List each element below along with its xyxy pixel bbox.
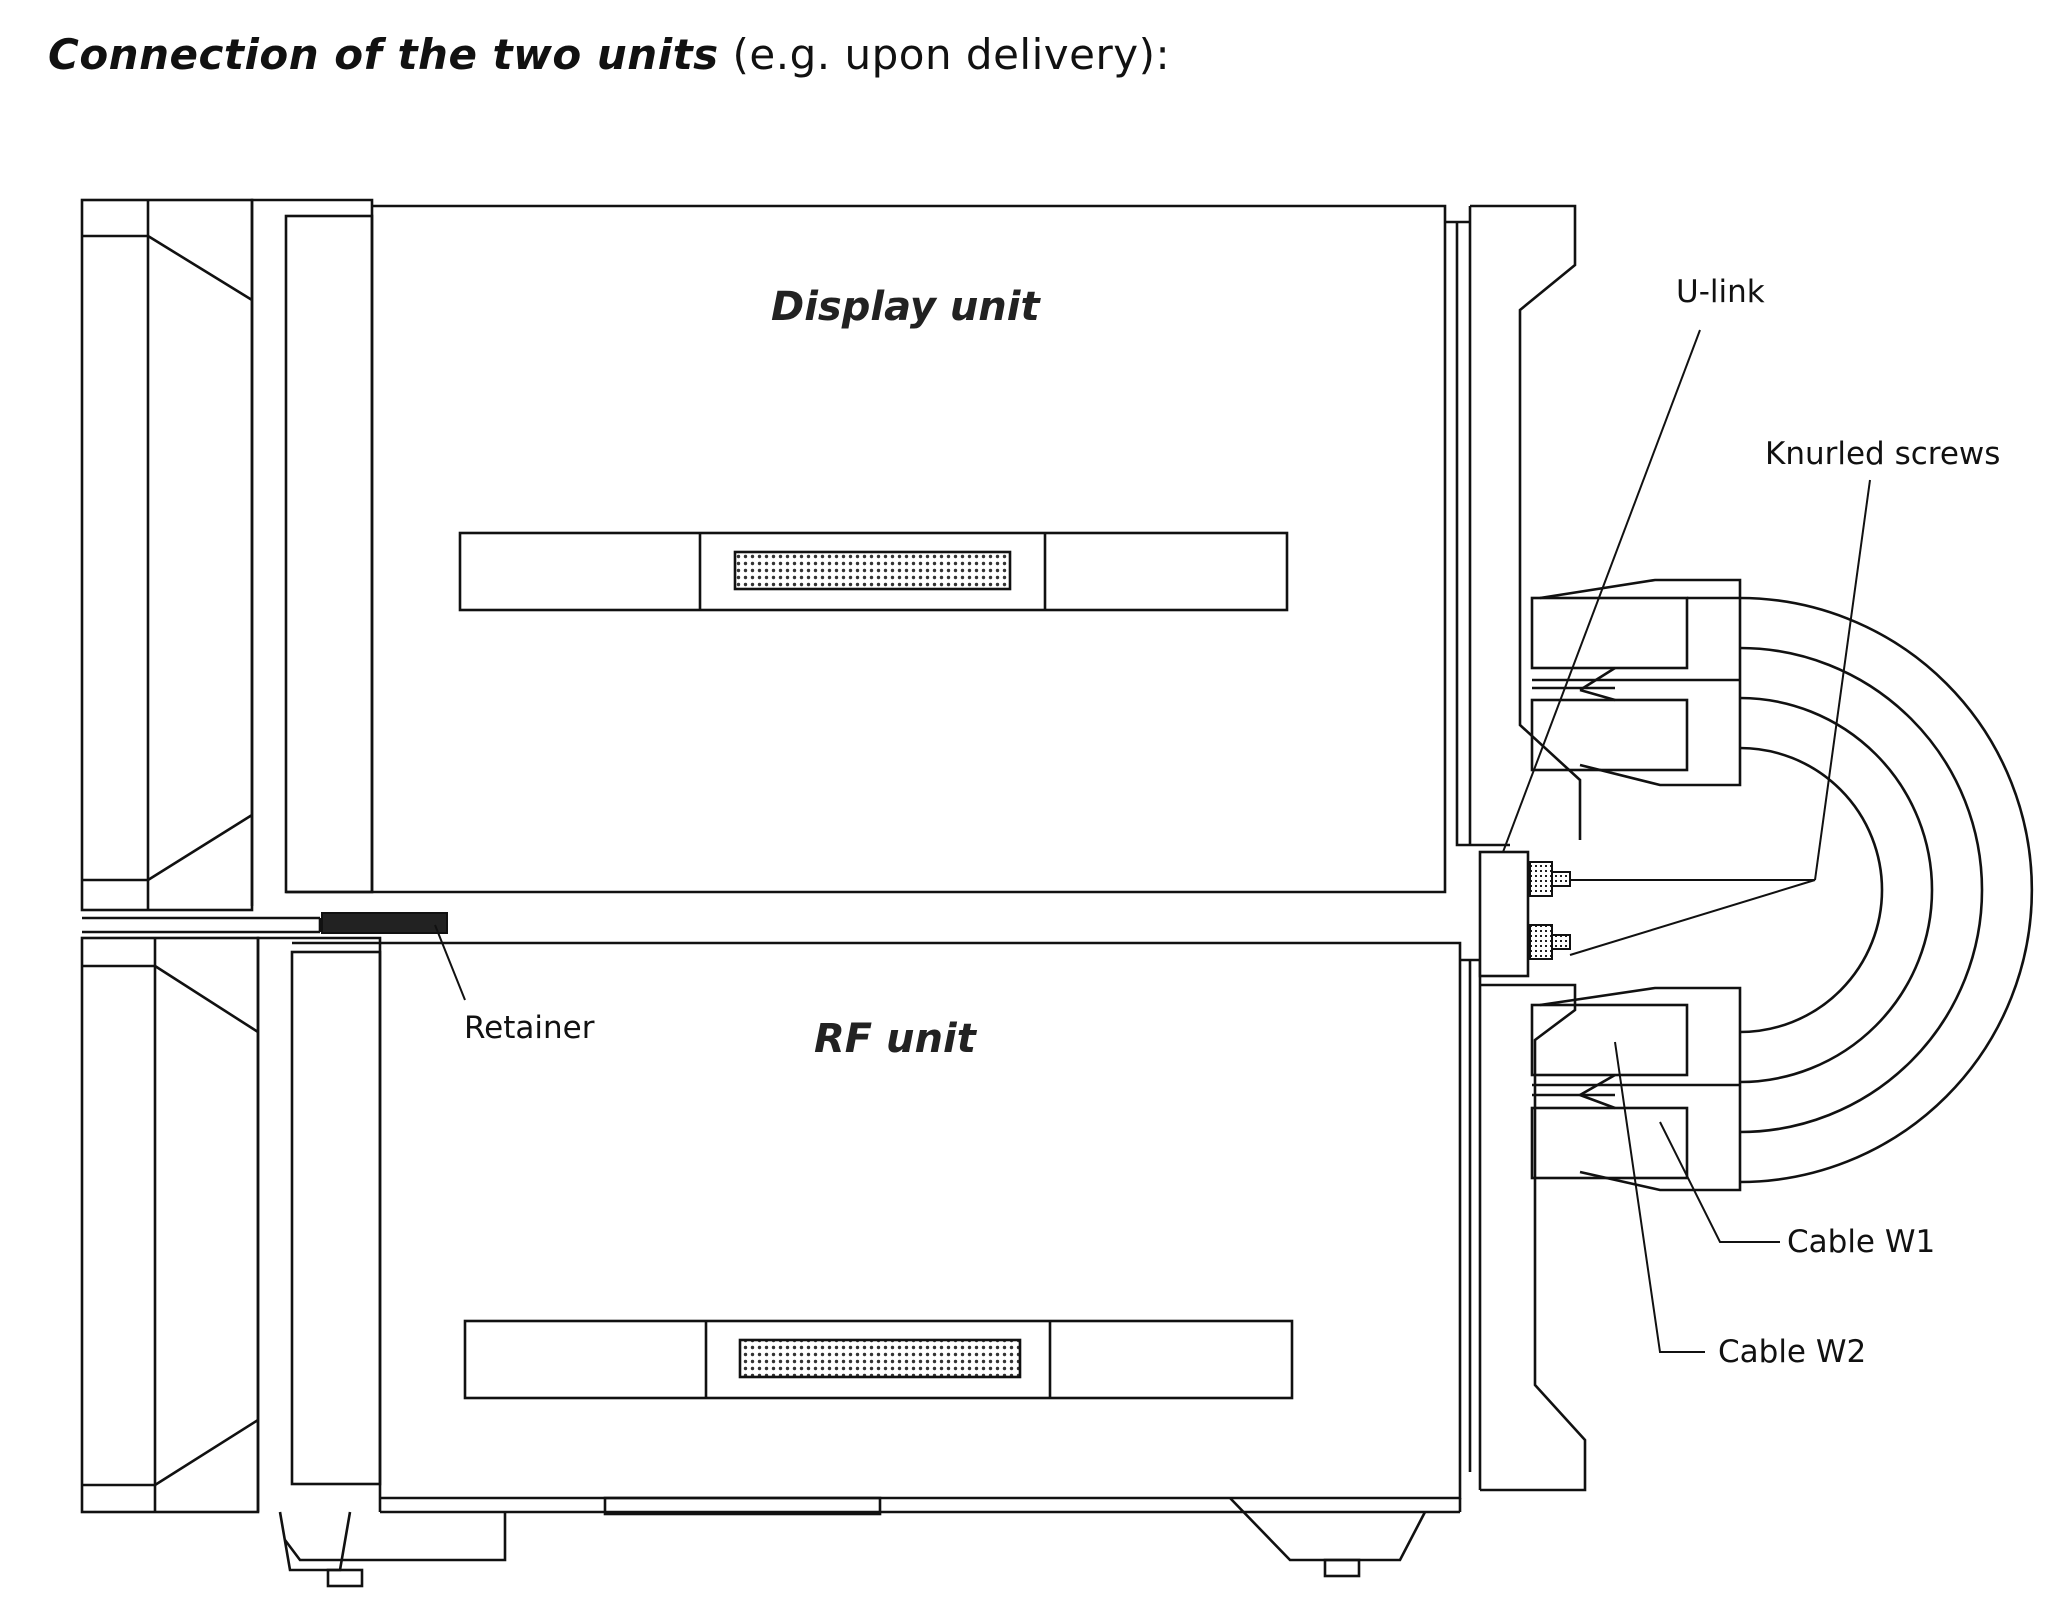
leader-lines [434, 329, 1871, 1353]
display-unit-label: Display unit [771, 284, 1041, 330]
display-unit-body [286, 204, 1447, 894]
rf-unit-feet [278, 1496, 1427, 1588]
rf-unit-front-handle [80, 936, 260, 1514]
retainer-callout: Retainer [464, 1010, 595, 1046]
display-unit-front-handle [80, 198, 254, 912]
cable-w2-callout: Cable W2 [1718, 1334, 1866, 1370]
heading-bold-text: Connection of the two units [48, 30, 719, 79]
rf-unit-body [292, 941, 1462, 1514]
u-link-callout: U-link [1676, 274, 1765, 310]
cables [1739, 596, 2034, 1184]
upper-knurled-screw [1529, 861, 1571, 897]
display-unit-connector-strip [733, 550, 1012, 591]
rf-unit-front-frame [256, 936, 382, 1512]
diagram-heading: Connection of the two units (e.g. upon d… [48, 30, 1170, 79]
upper-cable-connector [1530, 578, 1742, 787]
lower-knurled-screw [1529, 924, 1571, 960]
heading-plain-text: (e.g. upon delivery): [718, 30, 1171, 79]
rf-unit-label: RF unit [814, 1016, 978, 1062]
display-unit-panel [458, 531, 1289, 612]
retainer [82, 912, 448, 934]
u-link [1478, 850, 1571, 978]
display-unit [80, 198, 1582, 912]
knurled-screws-callout: Knurled screws [1765, 436, 2000, 472]
lower-cable-connector [1530, 986, 1742, 1192]
rf-unit [80, 936, 1587, 1588]
display-unit-front-frame [250, 198, 374, 906]
rf-unit-connector-strip [738, 1338, 1022, 1379]
rf-unit-rear-frame [1460, 958, 1587, 1492]
display-unit-rear-frame [1445, 204, 1582, 847]
rf-unit-panel [463, 1319, 1294, 1400]
cable-w1-callout: Cable W1 [1787, 1224, 1935, 1260]
